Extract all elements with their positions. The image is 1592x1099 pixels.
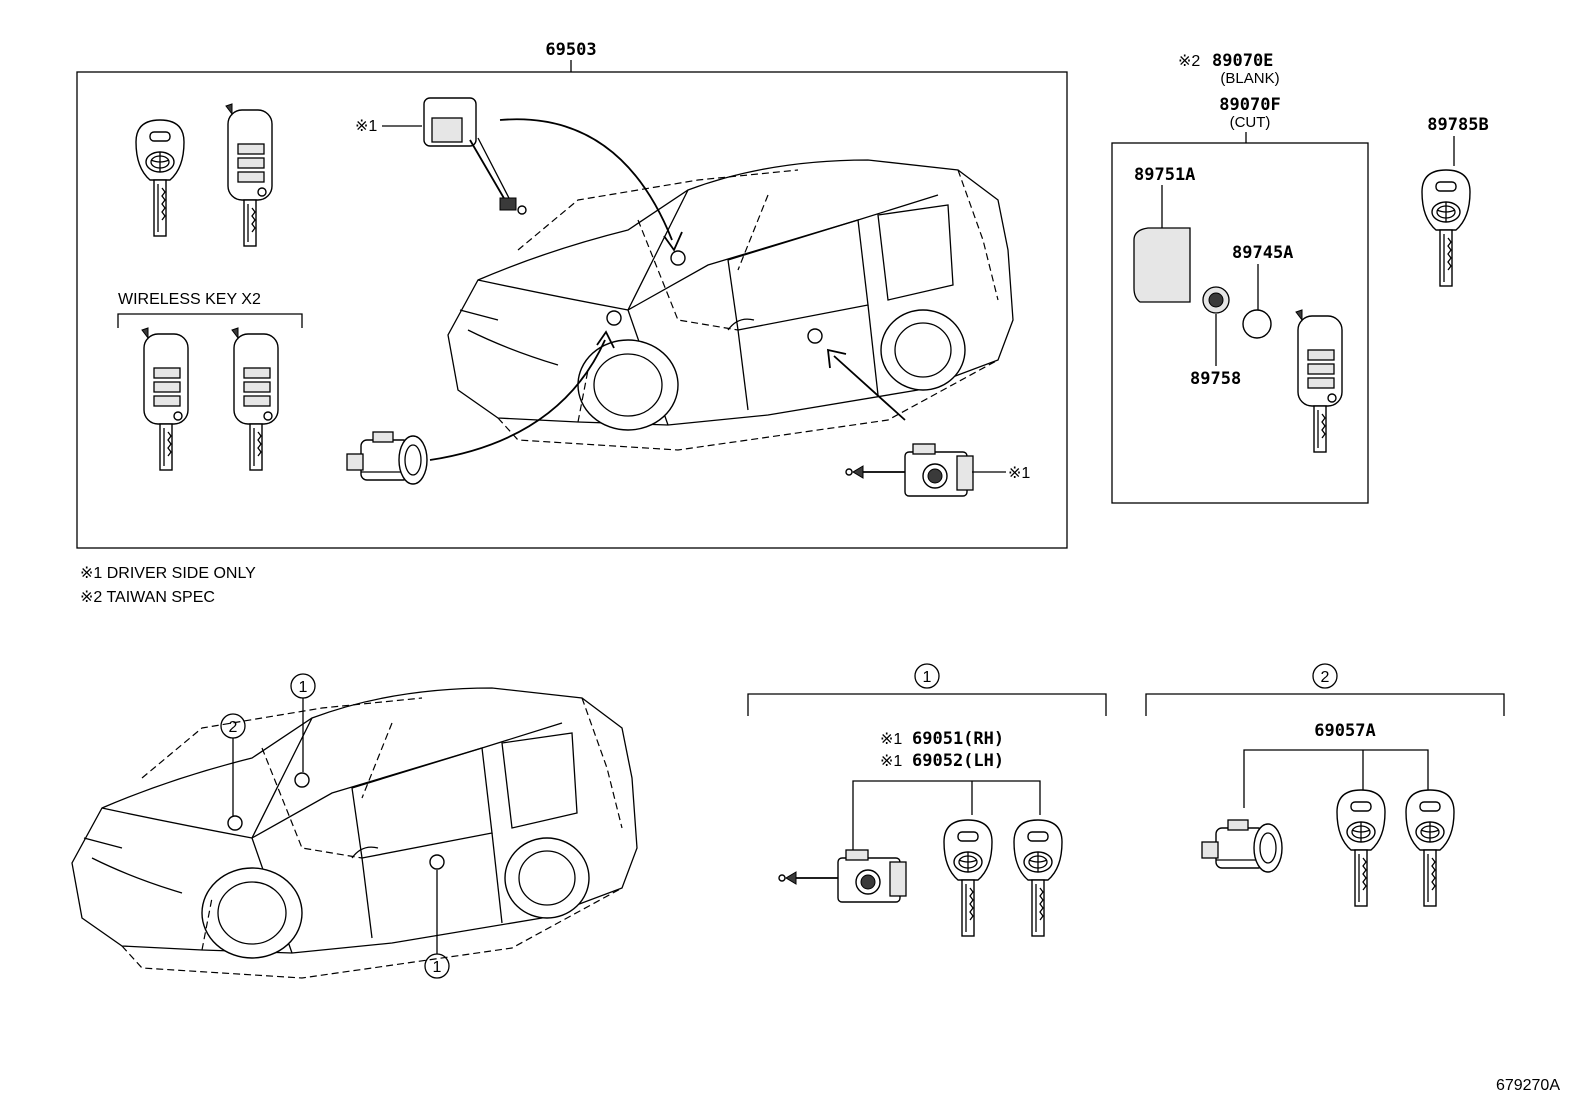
ignition-cylinder-group2-icon xyxy=(1201,819,1283,873)
part-number-89070e: 89070E xyxy=(1212,51,1273,71)
svg-text:1: 1 xyxy=(923,669,932,686)
ignition-cylinder-icon xyxy=(346,431,428,485)
wireless-key-2-icon xyxy=(231,327,279,471)
note-mark-door: ※1 xyxy=(1008,465,1030,482)
group-2-marker xyxy=(1312,663,1338,689)
part-number-69503: 69503 xyxy=(545,40,596,60)
part-number-89758: 89758 xyxy=(1190,369,1241,389)
svg-text:1: 1 xyxy=(299,679,308,696)
svg-text:2: 2 xyxy=(1321,669,1330,686)
wireless-key-1-icon xyxy=(141,327,189,471)
part-number-69051: 69051(RH) xyxy=(912,729,1004,749)
part-number-69052: 69052(LH) xyxy=(912,751,1004,771)
assembly-box-89070 xyxy=(1111,142,1369,504)
note-mark-taiwan: ※2 xyxy=(1178,53,1200,70)
footnote-taiwan-spec: ※2 TAIWAN SPEC xyxy=(80,589,215,606)
part-number-89751a: 89751A xyxy=(1134,165,1195,185)
key-cover-icon xyxy=(1133,227,1191,303)
transmitter-key-icon xyxy=(1295,309,1343,453)
group-1-marker xyxy=(914,663,940,689)
note-mark-69051: ※1 xyxy=(880,731,902,748)
battery-icon xyxy=(1242,309,1272,339)
svg-text:1: 1 xyxy=(433,959,442,976)
note-mark-69052: ※1 xyxy=(880,753,902,770)
assembly-box-69503 xyxy=(76,71,1068,549)
door-lock-cylinder-icon xyxy=(845,443,974,497)
vehicle-illustration-location xyxy=(71,687,638,979)
part-number-69057a: 69057A xyxy=(1314,721,1375,741)
svg-text:2: 2 xyxy=(229,719,238,736)
key-group1-a-icon xyxy=(943,819,993,937)
hood-lock-component-icon xyxy=(423,97,527,215)
blank-key-89785b-icon xyxy=(1421,169,1471,287)
blade-key-icon xyxy=(135,119,185,237)
note-mark-hood: ※1 xyxy=(355,118,377,135)
footnote-driver-side: ※1 DRIVER SIDE ONLY xyxy=(80,565,256,582)
vehicle-illustration-main xyxy=(447,159,1014,451)
label-cut: (CUT) xyxy=(1230,114,1271,131)
part-number-89785b: 89785B xyxy=(1427,115,1488,135)
part-number-89745a: 89745A xyxy=(1232,243,1293,263)
key-group1-b-icon xyxy=(1013,819,1063,937)
diagram-id: 679270A xyxy=(1496,1077,1560,1094)
key-group2-a-icon xyxy=(1336,789,1386,907)
part-number-89070f: 89070F xyxy=(1219,95,1280,115)
flip-key-icon xyxy=(225,103,273,247)
label-blank: (BLANK) xyxy=(1220,70,1279,87)
door-lock-cylinder-group1-icon xyxy=(778,849,907,903)
key-group2-b-icon xyxy=(1405,789,1455,907)
wireless-key-label: WIRELESS KEY X2 xyxy=(118,291,261,308)
